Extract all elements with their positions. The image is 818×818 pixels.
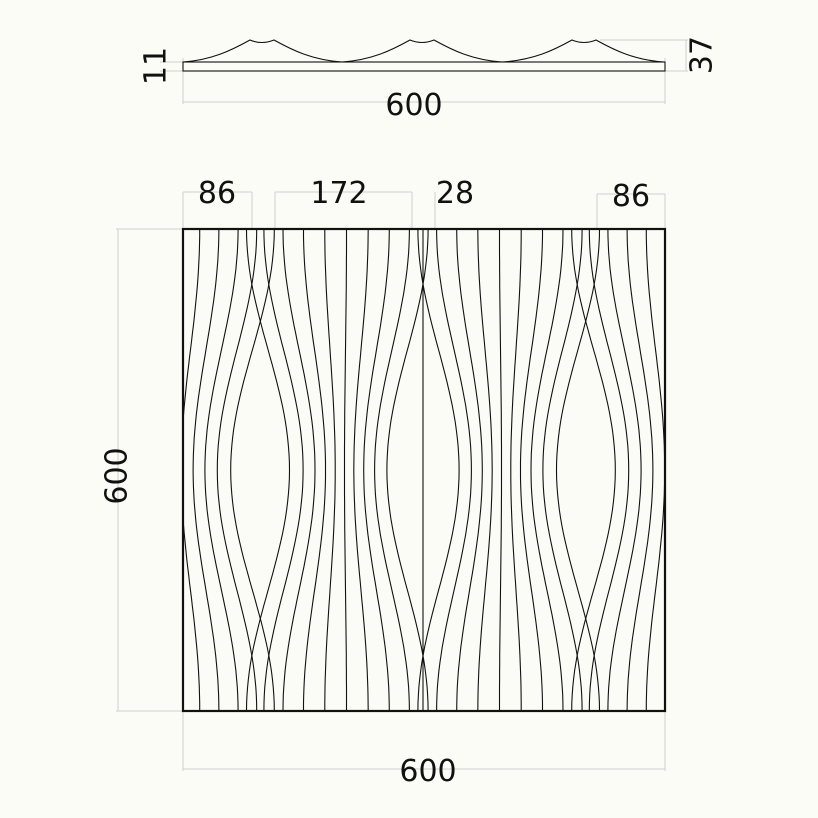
- relief-line: [477, 229, 493, 711]
- relief-line: [353, 229, 369, 711]
- relief-line: [645, 229, 665, 711]
- side-profile-base: [182, 61, 666, 72]
- panel-outline: [181, 227, 667, 713]
- relief-line: [374, 229, 410, 711]
- dim-label-width: 600: [399, 754, 456, 789]
- relief-line: [302, 229, 327, 711]
- relief-line: [510, 229, 522, 711]
- relief-line: [571, 229, 616, 711]
- relief-line: [216, 229, 258, 711]
- dim-label-gap: 28: [436, 176, 474, 211]
- relief-line: [519, 229, 544, 711]
- relief-line: [417, 229, 460, 711]
- relief-line: [588, 229, 630, 711]
- relief-line: [183, 229, 201, 711]
- relief-line: [436, 229, 472, 711]
- relief-line: [542, 229, 583, 711]
- relief-line: [192, 229, 220, 711]
- side-width-label: 600: [385, 88, 442, 123]
- relief-line: [343, 229, 348, 711]
- side-view: 11 37 600: [139, 36, 720, 123]
- wave-pattern: [169, 229, 665, 711]
- relief-line: [363, 229, 390, 711]
- dim-label-edge-left: 86: [198, 176, 236, 211]
- side-profile-relief: [182, 39, 665, 63]
- relief-line: [555, 229, 601, 711]
- relief-line: [230, 229, 275, 711]
- relief-line: [498, 229, 503, 711]
- relief-line: [324, 229, 336, 711]
- relief-line: [169, 229, 181, 711]
- front-view: 86 172 28 86 600 600: [100, 176, 667, 789]
- relief-line: [664, 229, 665, 711]
- relief-line: [626, 229, 654, 711]
- side-base-thickness-label: 11: [139, 47, 174, 85]
- relief-line: [245, 229, 291, 711]
- relief-line: [530, 229, 564, 711]
- relief-line: [607, 229, 642, 711]
- dim-label-edge-right: 86: [612, 179, 650, 214]
- relief-line: [263, 229, 304, 711]
- dim-label-segment: 172: [310, 176, 367, 211]
- relief-line: [386, 229, 429, 711]
- relief-line: [456, 229, 483, 711]
- side-total-thickness-label: 37: [685, 36, 720, 74]
- relief-line: [282, 229, 316, 711]
- dim-label-height: 600: [100, 447, 135, 504]
- relief-line: [204, 229, 239, 711]
